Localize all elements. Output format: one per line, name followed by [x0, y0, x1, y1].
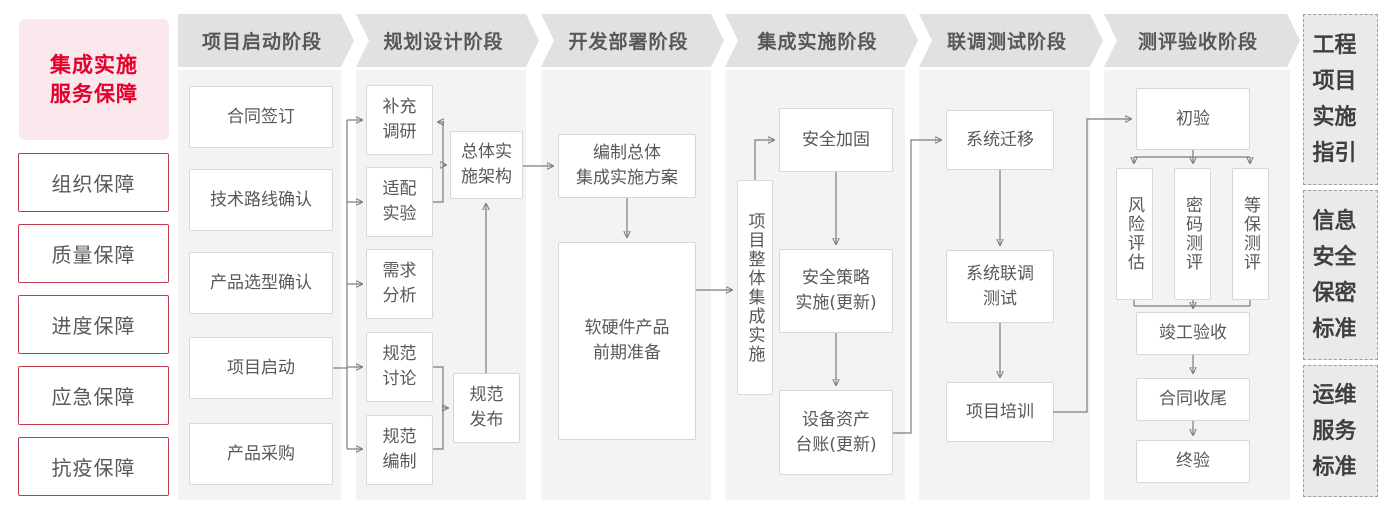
sidebar-title-line-2: 服务保障: [50, 81, 138, 106]
banner-kickoff-phase: 项目启动阶段: [178, 14, 354, 67]
sidebar-item-schedule: 进度保障: [18, 295, 169, 354]
ref-line: 信息: [1313, 204, 1369, 239]
ref-word: 指引: [1312, 141, 1357, 166]
banner-development-phase: 开发部署阶段: [541, 14, 724, 67]
banner-integration-phase: 集成实施阶段: [725, 14, 918, 67]
box-line: 施架构: [461, 167, 512, 187]
box-line: 安全策略: [802, 268, 870, 288]
box-line: 编制总体: [593, 143, 661, 163]
ref-line: 实施: [1313, 100, 1369, 135]
box-system-joint-testing: 系统联调 测试: [946, 250, 1054, 323]
box-requirement-analysis: 需求 分析: [366, 249, 433, 319]
ref-line: 标准: [1313, 450, 1369, 485]
box-line: 需求: [382, 261, 417, 281]
ref-information-security-standards: 信息 安全 保密 标准: [1303, 190, 1378, 360]
box-preliminary-acceptance: 初验: [1136, 88, 1250, 150]
ref-line: 保密: [1313, 276, 1369, 311]
box-contract-closure: 合同收尾: [1136, 378, 1250, 421]
box-contract-signing: 合同签订: [189, 86, 333, 148]
ref-word: 运维: [1312, 382, 1357, 408]
box-line: 实验: [382, 204, 417, 224]
box-spec-release: 规范 发布: [453, 373, 520, 443]
box-line: 规范: [382, 344, 417, 364]
box-line: 前期准备: [593, 343, 661, 363]
sidebar-item-quality: 质量保障: [18, 224, 169, 283]
sidebar-item-epidemic: 抗疫保障: [18, 437, 169, 496]
box-security-policy-implementation: 安全策略 实施(更新): [779, 249, 893, 333]
box-line: 补充: [382, 97, 417, 117]
box-project-training: 项目培训: [946, 382, 1054, 442]
sidebar-title-box: 集成实施 服务保障: [19, 19, 169, 140]
ref-word: 信息: [1312, 208, 1357, 234]
box-compile-overall-plan: 编制总体 集成实施方案: [558, 134, 696, 198]
ref-word: 项目: [1312, 69, 1357, 94]
box-line: 实施(更新): [795, 293, 877, 313]
box-final-acceptance: 终验: [1136, 440, 1250, 483]
box-product-procurement: 产品采购: [189, 423, 333, 485]
box-classified-protection-evaluation: 等保测评: [1232, 168, 1269, 300]
box-line: 发布: [469, 410, 504, 430]
box-line: 设备资产: [802, 409, 870, 430]
box-adaptation-test: 适配 实验: [366, 167, 433, 237]
box-line: 集成实施方案: [576, 168, 678, 188]
banner-planning-phase: 规划设计阶段: [356, 14, 539, 67]
box-hw-sw-preparation: 软硬件产品 前期准备: [558, 242, 696, 440]
box-line: 测试: [983, 288, 1017, 309]
box-product-selection-confirm: 产品选型确认: [189, 252, 333, 314]
box-spec-discussion: 规范 讨论: [366, 332, 433, 402]
box-supplementary-research: 补充 调研: [366, 85, 433, 155]
box-spec-compilation: 规范 编制: [366, 415, 433, 485]
box-line: 台账(更新): [795, 434, 877, 455]
box-overall-architecture: 总体实 施架构: [450, 131, 523, 199]
box-system-migration: 系统迁移: [946, 110, 1054, 170]
ref-word: 标准: [1312, 454, 1357, 480]
ref-line: 服务: [1313, 414, 1369, 449]
box-completion-acceptance: 竣工验收: [1136, 312, 1250, 355]
ref-line: 标准: [1313, 312, 1369, 347]
ref-word: 实施: [1312, 105, 1357, 130]
ref-line: 工程: [1313, 28, 1369, 63]
ref-word: 安全: [1312, 244, 1357, 270]
banner-joint-test-phase: 联调测试阶段: [919, 14, 1103, 67]
ref-word: 服务: [1312, 418, 1357, 444]
box-line: 适配: [382, 179, 417, 199]
box-overall-integration-implementation: 项目整体集成实施: [737, 180, 773, 395]
ref-word: 保密: [1312, 280, 1357, 306]
ref-line: 指引: [1313, 136, 1369, 171]
box-line: 规范: [469, 385, 504, 405]
box-line: 软硬件产品: [584, 318, 670, 338]
ref-word: 工程: [1312, 33, 1357, 58]
banner-acceptance-phase: 测评验收阶段: [1104, 14, 1300, 67]
ref-project-implementation-guidelines: 工程 项目 实施 指引: [1303, 14, 1378, 185]
box-crypto-evaluation: 密码测评: [1174, 168, 1211, 300]
ref-line: 安全: [1313, 240, 1369, 275]
box-line: 总体实: [461, 142, 512, 162]
sidebar-title-line-1: 集成实施: [50, 52, 138, 77]
ref-line: 运维: [1313, 378, 1369, 413]
box-line: 编制: [382, 452, 417, 472]
box-line: 讨论: [382, 369, 417, 389]
box-line: 调研: [382, 122, 417, 142]
ref-line: 项目: [1313, 64, 1369, 99]
box-line: 规范: [382, 427, 417, 447]
sidebar-item-emergency: 应急保障: [18, 366, 169, 425]
box-equipment-asset-ledger: 设备资产 台账(更新): [779, 390, 893, 475]
ref-word: 标准: [1312, 316, 1357, 342]
sidebar-item-organization: 组织保障: [18, 153, 169, 212]
ref-om-service-standards: 运维 服务 标准: [1303, 365, 1378, 497]
box-risk-assessment: 风险评估: [1116, 168, 1153, 300]
box-line: 系统联调: [966, 263, 1034, 284]
box-line: 分析: [382, 286, 417, 306]
box-tech-route-confirm: 技术路线确认: [189, 169, 333, 231]
box-security-hardening: 安全加固: [779, 108, 893, 172]
box-project-kickoff: 项目启动: [189, 337, 333, 399]
